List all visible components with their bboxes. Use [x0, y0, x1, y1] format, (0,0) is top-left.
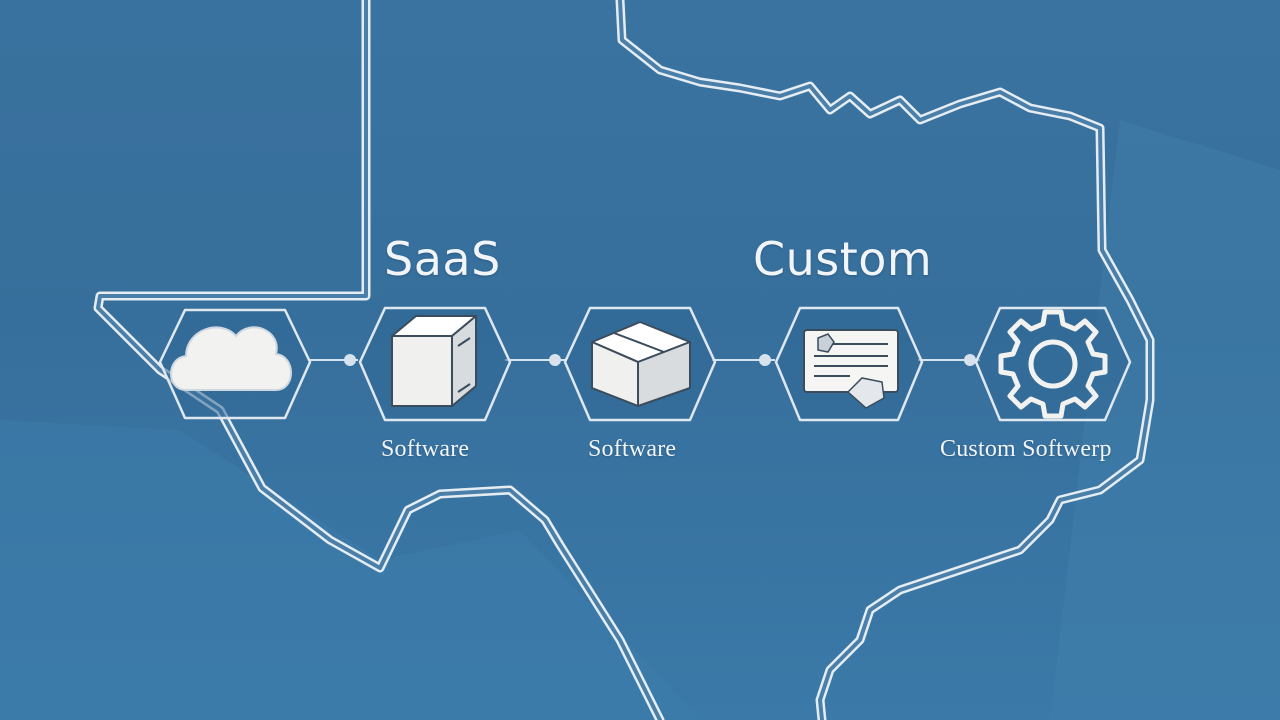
node-caption-2: Software — [381, 436, 470, 462]
gear-icon — [998, 309, 1108, 419]
heading-custom: Custom — [753, 232, 933, 286]
node-caption-5: Custom Softwerp — [940, 436, 1112, 462]
package-icon — [591, 321, 691, 407]
heading-saas: SaaS — [384, 232, 501, 286]
node-caption-3: Software — [588, 436, 677, 462]
box-icon — [391, 315, 477, 407]
document-icon — [803, 329, 899, 409]
cloud-icon — [170, 326, 292, 391]
